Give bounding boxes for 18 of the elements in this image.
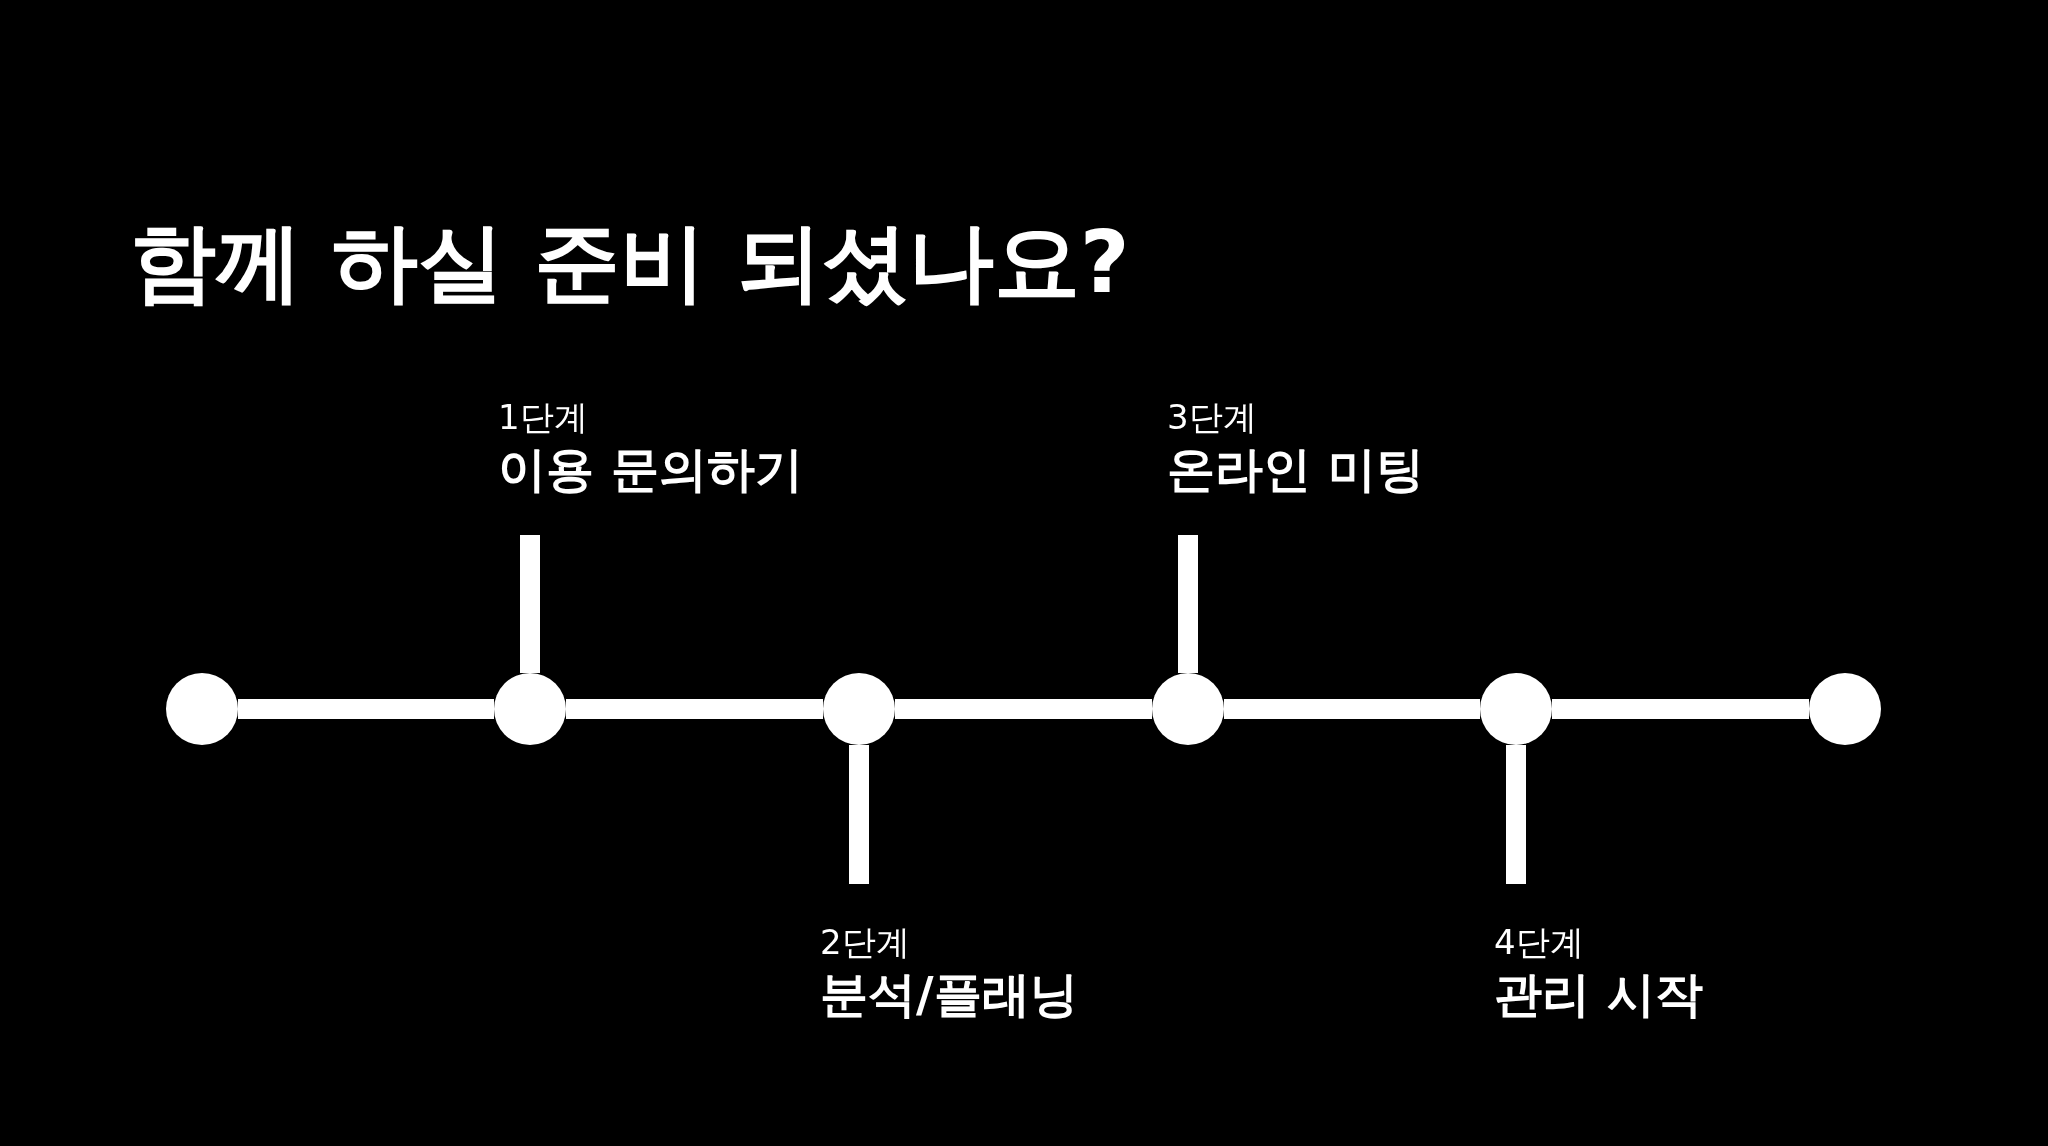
timeline-line <box>1224 699 1480 719</box>
timeline-line <box>238 699 494 719</box>
leader-line <box>1178 535 1198 673</box>
step-number: 3단계 <box>1167 396 1258 439</box>
timeline-line <box>1552 699 1809 719</box>
timeline-line <box>895 699 1152 719</box>
step-label: 관리 시작 <box>1494 965 1704 1024</box>
leader-line <box>849 745 869 884</box>
step-number: 4단계 <box>1494 921 1585 964</box>
timeline-line <box>566 699 823 719</box>
step-number: 2단계 <box>820 921 911 964</box>
step-label: 분석/플래닝 <box>820 965 1079 1024</box>
step-number: 1단계 <box>498 396 589 439</box>
leader-line <box>1506 745 1526 884</box>
leader-line <box>520 535 540 673</box>
title: 함께 하실 준비 되셨나요? <box>130 211 1130 314</box>
step-label: 이용 문의하기 <box>498 440 804 499</box>
step-label: 온라인 미팅 <box>1167 440 1425 499</box>
